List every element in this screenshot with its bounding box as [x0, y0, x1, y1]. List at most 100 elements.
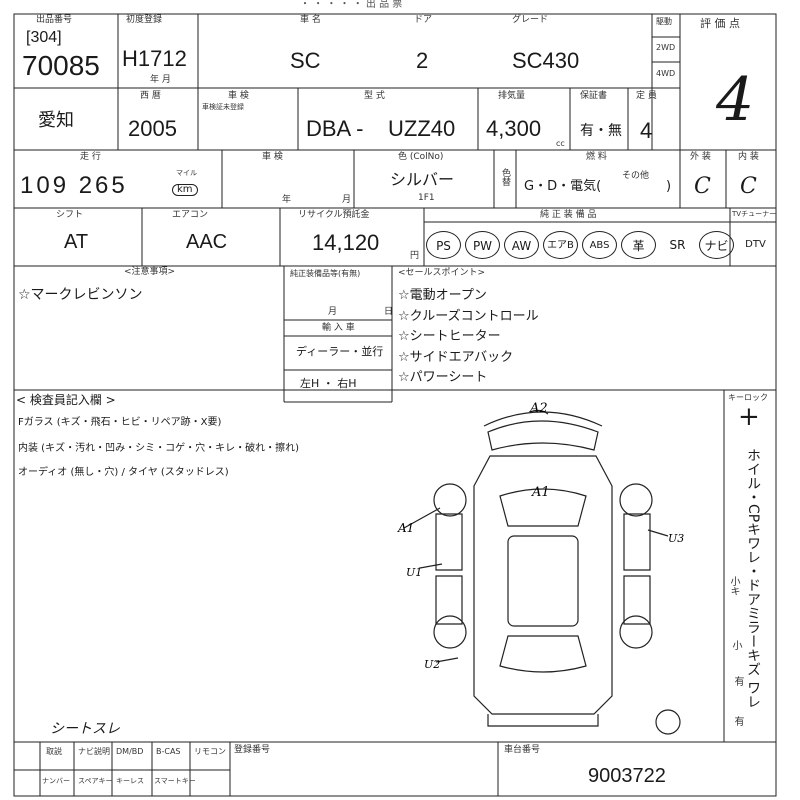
inspection-sub: 車検証未登録	[202, 103, 244, 111]
drive-label: 駆動	[656, 17, 672, 26]
chassis-label: 車台番号	[504, 745, 541, 755]
color-value: シルバー	[390, 170, 455, 189]
front-bumper	[484, 412, 602, 426]
side-small: 小キ	[728, 576, 739, 596]
warranty-label: 保証書	[580, 91, 608, 101]
top-title-fragment: ・ ・ ・ ・ ・ 出 品 票	[300, 0, 403, 10]
mileage-value: 109 265	[20, 172, 128, 199]
equipment-item: ABS	[582, 231, 617, 259]
exterior-value: C	[694, 174, 711, 199]
mileage-km: km	[172, 184, 198, 196]
annotation-u1: U1	[406, 566, 422, 579]
sales-point: ☆シートヒーター	[398, 329, 501, 344]
cell-remote: リモコン	[194, 747, 226, 756]
side-note-2: 有	[732, 676, 743, 686]
color-no: 1F1	[418, 193, 435, 203]
tv-label: TVチューナー	[732, 210, 777, 218]
displacement-value: 4,300	[486, 116, 542, 141]
grade-label: グレード	[512, 15, 549, 25]
model-prefix: DBA -	[306, 116, 364, 141]
first-reg-label: 初度登録	[126, 15, 163, 25]
right-rear-panel	[624, 576, 650, 624]
sales-label: <セールスポイント>	[398, 268, 486, 278]
door-label: ドア	[414, 15, 433, 25]
notes-value: ☆マークレビンソン	[18, 287, 143, 303]
dealer-label: ディーラー・並行	[296, 345, 384, 358]
first-reg-value: H1712	[122, 46, 187, 71]
interior-value: C	[740, 174, 757, 199]
recycle-value: 14,120	[312, 230, 380, 255]
equipment-item: ナビ	[699, 231, 734, 259]
grade-value: SC430	[512, 48, 580, 73]
month-label: 月	[328, 307, 338, 317]
audio-line: オーディオ (無し・穴) / タイヤ (スタッドレス)	[18, 467, 229, 478]
bottom-note: シートスレ	[50, 721, 120, 737]
chassis-value: 9003722	[588, 765, 666, 787]
notes-label: <注意事項>	[124, 267, 176, 277]
reg-label: 登録番号	[234, 745, 271, 755]
steering-label: 左H ・ 右H	[300, 377, 357, 390]
fuel-value: G・D・電気(	[524, 179, 602, 194]
cell-smart-key: スマートキー	[154, 777, 196, 785]
model-value: UZZ40	[388, 116, 456, 141]
interior-line: 内装 (キズ・汚れ・凹み・シミ・コゲ・穴・キレ・破れ・擦れ)	[18, 443, 299, 454]
name-label: 車 名	[300, 15, 321, 25]
first-reg-suffix: 年 月	[150, 75, 171, 85]
score-label: 評 価 点	[700, 17, 740, 30]
sales-point: ☆クルーズコントロール	[398, 308, 539, 324]
model-label: 型 式	[364, 91, 385, 101]
displacement-unit: cc	[556, 139, 565, 148]
capacity-value: 4	[640, 118, 653, 143]
side-text: ホイル・CPキワレ・ドアミラーキズ ワレ	[745, 448, 761, 709]
equipment-item: SR	[669, 238, 686, 252]
drive-4wd: 4WD	[656, 69, 676, 78]
inspection-label: 車 検	[228, 91, 249, 101]
recall-label: 純正装備品等(有無)	[290, 269, 361, 278]
cell-keyless: キーレス	[116, 777, 144, 785]
annotation-a1-left: A1	[397, 521, 414, 535]
windshield	[500, 489, 586, 526]
sales-point: ☆サイドエアバック	[398, 349, 514, 365]
wheel-rl	[434, 616, 466, 648]
shaken-month: 月	[342, 195, 352, 205]
lot-prefix: [304]	[26, 29, 62, 46]
equipment-item: PS	[426, 231, 461, 259]
side-note-3: 有	[732, 716, 743, 726]
tilock-label: キーロック	[728, 393, 768, 402]
displacement-label: 排気量	[498, 91, 526, 101]
wheel-rr	[620, 616, 652, 648]
roof	[508, 536, 578, 626]
fuel-label: 燃 料	[586, 152, 607, 162]
mileage-label: 走 行	[80, 152, 101, 162]
shaken-year: 年	[282, 195, 292, 205]
ac-value: AAC	[186, 231, 228, 253]
car-diagram: A2 A1 A1 U1 U3 U2	[397, 401, 684, 742]
right-front-door	[624, 514, 650, 570]
shift-label: シフト	[56, 210, 84, 220]
equipment-item: AW	[504, 231, 539, 259]
wheel-fr	[620, 484, 652, 516]
capacity-label: 定 員	[636, 91, 657, 101]
day-label: 日	[384, 307, 394, 317]
year-value: 2005	[128, 116, 177, 141]
rear-glass	[500, 636, 586, 672]
glass-line: Fガラス (キズ・飛石・ヒビ・リペア跡・X要)	[18, 417, 222, 428]
body-outline	[474, 456, 612, 714]
annotation-u2: U2	[424, 658, 440, 671]
drive-2wd: 2WD	[656, 43, 676, 52]
left-rear-panel	[436, 576, 462, 624]
sales-points: ☆電動オープン ☆クルーズコントロール ☆シートヒーター ☆サイドエアバック ☆…	[398, 286, 539, 389]
cell-bcas: B-CAS	[156, 747, 181, 756]
color-label: 色 (ColNo)	[398, 152, 444, 162]
sales-point: ☆パワーシート	[398, 370, 488, 385]
cell-navi-manual: ナビ説明	[78, 747, 110, 756]
inspection-label: < 検査員記入欄 >	[16, 393, 116, 407]
equipment-item: エアB	[543, 231, 578, 259]
shift-value: AT	[64, 231, 89, 253]
equipment-item: 革	[621, 231, 656, 259]
shaken-label: 車 検	[262, 152, 283, 162]
warranty-value: 有・無	[580, 123, 622, 139]
score-value: 4	[716, 65, 755, 135]
